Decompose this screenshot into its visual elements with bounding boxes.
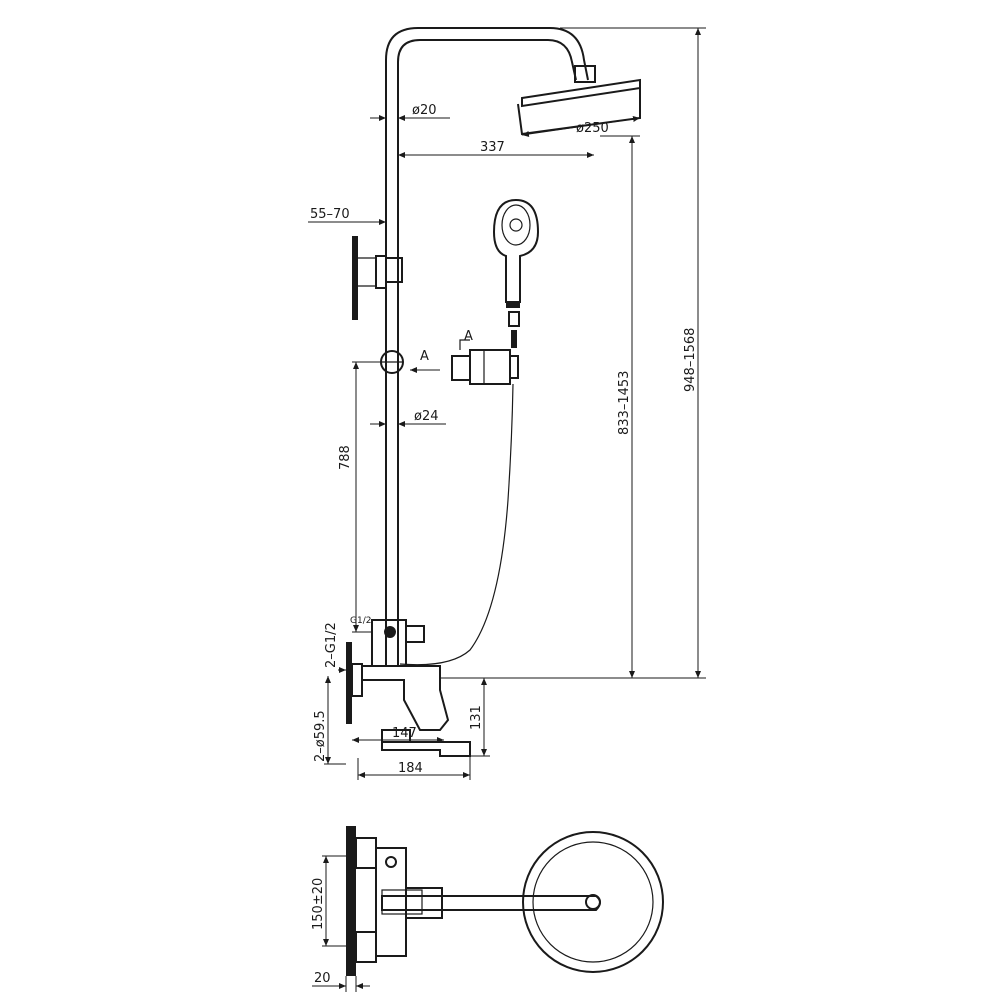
shower-head-plan	[522, 831, 664, 973]
dim-d-head: ø250	[576, 121, 609, 136]
side-elevation: ø20 ø250 337 55–70 A A ø24 788 G1/2 2–G1…	[308, 27, 706, 780]
dim-mount-depth: 20	[314, 971, 331, 986]
detail-marker-left: A	[420, 349, 429, 364]
dim-height-range-1: 833–1453	[617, 371, 632, 435]
detail-a-holder	[451, 339, 519, 385]
dim-spout-len: 147	[392, 726, 417, 741]
detail-marker-right: A	[464, 329, 473, 344]
riser-rail	[385, 27, 589, 665]
dim-slide-length: 788	[338, 445, 353, 470]
plan-view: 150±20 20	[311, 826, 664, 992]
dim-centres: 150±20	[311, 878, 326, 930]
dim-spout-height: 131	[469, 705, 484, 730]
wall-bracket-upper	[352, 236, 403, 320]
dim-d-rail-top: ø20	[412, 103, 437, 118]
dim-flange: 2–ø59.5	[313, 710, 328, 762]
dim-thread: 2–G1/2	[324, 622, 339, 668]
dim-small-thread: G1/2	[350, 616, 371, 626]
dim-body-width: 184	[398, 761, 423, 776]
dim-arm-length: 337	[480, 140, 505, 155]
handheld-shower	[492, 198, 540, 348]
shower-hose	[399, 383, 514, 666]
dim-wall-gap: 55–70	[310, 207, 350, 222]
dim-d-rail-low: ø24	[414, 409, 439, 424]
dim-height-range-2: 948–1568	[683, 328, 698, 392]
